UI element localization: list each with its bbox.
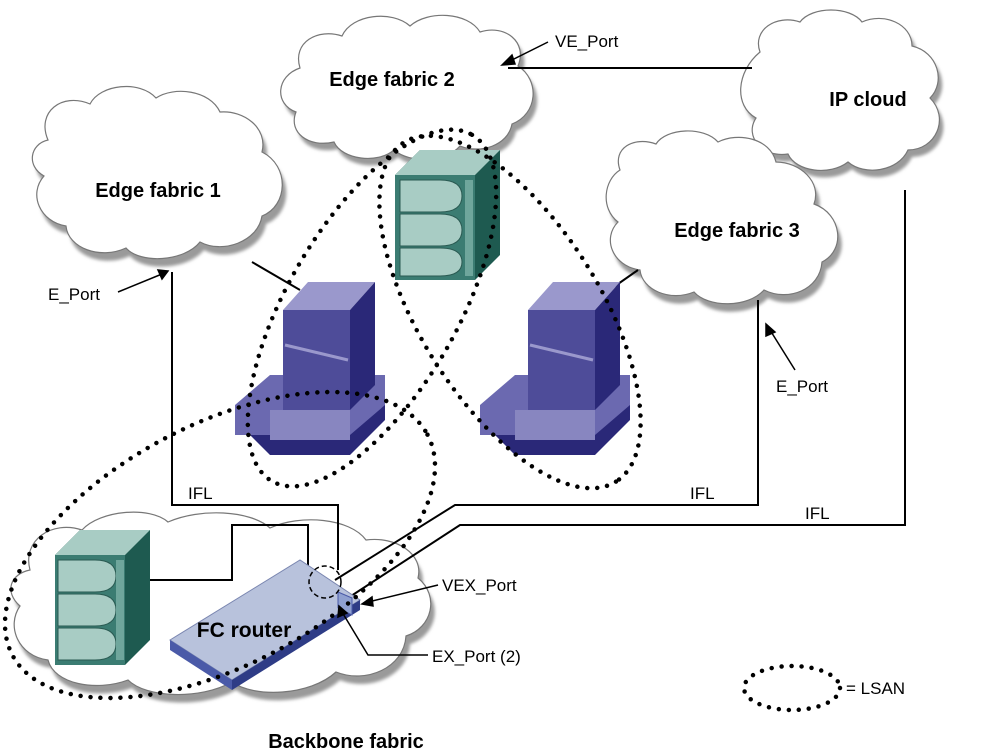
vex-port-label: VEX_Port [442, 576, 517, 595]
edge-fabric-1-cloud [31, 85, 287, 267]
lsan-legend-label: = LSAN [846, 679, 905, 698]
backbone-fabric-label: Backbone fabric [268, 731, 424, 751]
ifl-mid-label: IFL [690, 484, 715, 503]
edge-fabric-3-label: Edge fabric 3 [674, 220, 800, 242]
fc-router [169, 559, 361, 690]
lsan-legend-symbol [741, 663, 843, 713]
ex-port-label: EX_Port (2) [432, 647, 521, 666]
ex-port-arrowhead [337, 604, 349, 619]
vex-port-arrow [367, 584, 439, 603]
ifl-left-label: IFL [188, 484, 213, 503]
ifl-right-label: IFL [805, 504, 830, 523]
server-left [235, 282, 385, 455]
ifl-left-link [171, 272, 339, 570]
e-port-left-label: E_Port [48, 285, 100, 304]
edge-fabric-3-cloud [605, 130, 842, 312]
edge-fabric-2-label: Edge fabric 2 [329, 69, 455, 91]
ex-port-arrow [341, 611, 428, 656]
ifl-mid-link [334, 300, 759, 581]
edge-fabric-1-label: Edge fabric 1 [95, 180, 221, 202]
storage-array-top [395, 150, 500, 280]
lsan-zones [2, 127, 843, 713]
lsan-zone-right [377, 133, 643, 491]
lsan-zone-left [2, 389, 438, 701]
vex-port-arrowhead [360, 595, 374, 607]
port-arrows [117, 41, 796, 656]
e-port-right-label: E_Port [776, 377, 828, 396]
ve-port-arrow [507, 41, 549, 63]
fc-router-label: FC router [197, 619, 292, 642]
ve-port-label: VE_Port [555, 32, 619, 51]
e-port-left-arrow [117, 273, 163, 293]
e-port-right-arrowhead [765, 322, 777, 338]
ex-port-highlight [308, 565, 342, 599]
lsan-zone-center [245, 127, 499, 489]
ifl-right-link [347, 190, 906, 599]
ip-cloud-label: IP cloud [829, 89, 906, 111]
ip-cloud [740, 9, 944, 178]
storage-router-link [148, 524, 309, 581]
server1-edge1-link [251, 261, 301, 291]
e-port-left-arrowhead [156, 269, 170, 281]
ve-port-arrowhead [500, 53, 517, 66]
server-right [480, 282, 630, 455]
storage-array-bottom [55, 530, 150, 665]
e-port-right-arrow [769, 329, 796, 371]
edge-fabric-2-cloud [280, 14, 538, 167]
connection-lines [148, 67, 906, 599]
